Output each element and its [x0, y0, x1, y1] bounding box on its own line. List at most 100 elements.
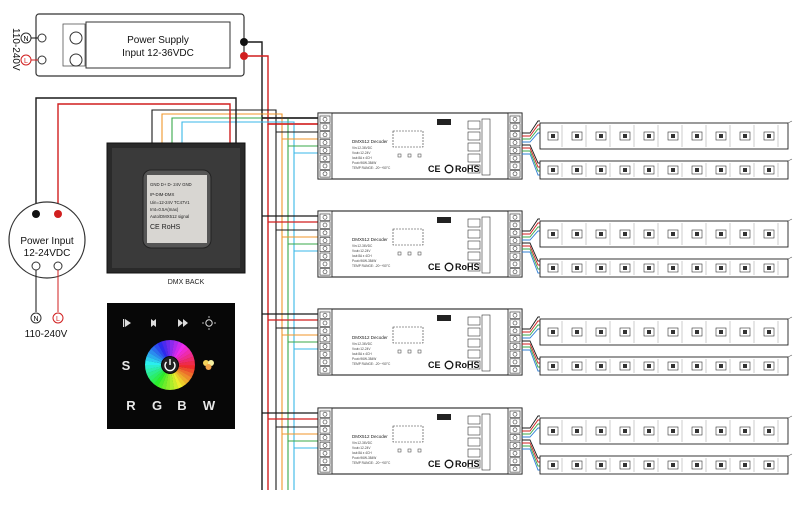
color-wheel-segment [165, 373, 170, 390]
dmx-decoder: DMX512 DecoderVin:12-36VDCVout=12-24VIou… [262, 210, 793, 278]
dmx-back-line-1: IP-DIM-DMX [150, 192, 174, 197]
color-wheel-segment [145, 364, 162, 370]
color-wheel-segment [145, 360, 162, 365]
decoder-rohs-mark: RoHS [455, 360, 480, 370]
power-input-voltage: 110-240V [25, 329, 68, 340]
forward-icon [178, 319, 188, 327]
color-wheel-segment [171, 373, 179, 390]
color-wheel-segment [176, 369, 192, 382]
decoder-ce-mark: CE [428, 360, 441, 370]
recycle-icon [444, 164, 454, 174]
color-wheel-segment [161, 373, 169, 390]
decoder-spec-line: Pout=96W-384W [352, 161, 376, 165]
recycle-icon [444, 459, 454, 469]
power-bus [248, 41, 320, 490]
dmx-back-line-3: Imt=0.5A(max) [150, 207, 179, 212]
decoder-spec-line: TEMP RANGE: -20~+50°C [352, 264, 391, 268]
decoder-body [317, 407, 523, 475]
color-wheel-segment [178, 360, 195, 366]
dmx-panel-back: GND D+ D- 24V GND IP-DIM-DMX Uin=12-24V … [106, 142, 246, 286]
dmx-back-cert: CE RoHS [150, 224, 181, 231]
decoder-spec-line: Vin:12-36VDC [352, 342, 373, 346]
panel-letter-b: B [177, 398, 186, 413]
color-wheel-segment [146, 352, 163, 362]
decoder-spec-line: TEMP RANGE: -20~+50°C [352, 461, 391, 465]
decoder-group: DMX512 DecoderVin:12-36VDCVout=12-24VIou… [262, 112, 793, 475]
decoder-ce-mark: CE [428, 262, 441, 272]
color-wheel-segment [173, 341, 183, 358]
panel-power-wires [35, 97, 237, 214]
decoder-spec-line: Pout=96W-384W [352, 357, 376, 361]
color-wheel-segment [172, 372, 183, 389]
pi-n-symbol: N [33, 316, 38, 323]
color-wheel-segment [153, 371, 166, 387]
color-wheel-segment [148, 348, 164, 361]
color-wheel-segment [174, 343, 187, 359]
decoder-model: DMX512 Decoder [352, 237, 388, 242]
dmx-back-line-0: GND D+ D- 24V GND [150, 182, 192, 187]
panel-letter-s: S [122, 358, 131, 373]
decoder-spec-line: Vout=12-24V [352, 446, 371, 450]
decoder-model: DMX512 Decoder [352, 434, 388, 439]
decoder-spec-line: Pout=96W-384W [352, 456, 376, 460]
color-wheel-segment [171, 340, 179, 357]
power-input: Power Input 12-24VDC N L 110-240V [8, 201, 86, 340]
color-wheel-segment [175, 345, 190, 360]
pi-l-symbol: L [56, 316, 60, 323]
power-supply-title: Power Supply [127, 35, 189, 46]
decoder-spec-line: TEMP RANGE: -20~+50°C [352, 362, 391, 366]
recycle-icon [444, 262, 454, 272]
decoder-spec-line: TEMP RANGE: -20~+50°C [352, 166, 391, 170]
ps-n-symbol: N [23, 36, 28, 43]
decoder-spec-line: Vin:12-36VDC [352, 441, 373, 445]
decoder-body [317, 308, 523, 376]
color-wheel-segment [177, 368, 194, 378]
power-supply-subtitle: Input 12-36VDC [122, 48, 194, 59]
decoder-body [317, 210, 523, 278]
decoder-spec-line: Iout:8A x 4CH [352, 156, 372, 160]
decoder-model: DMX512 Decoder [352, 139, 388, 144]
led-strip [539, 316, 793, 346]
led-strip [539, 453, 793, 475]
panel-letter-g: G [152, 398, 162, 413]
dmx-back-line-4: Auto/DMX512 signal [150, 214, 189, 219]
color-wheel-segment [174, 371, 187, 387]
power-input-subtitle: 12-24VDC [24, 248, 71, 259]
panel-letter-w: W [203, 398, 216, 413]
dmx-decoder: DMX512 DecoderVin:12-36VDCVout=12-24VIou… [262, 112, 793, 180]
color-wheel-segment [170, 340, 175, 357]
color-wheel-segment [175, 370, 190, 385]
decoder-rohs-mark: RoHS [455, 164, 480, 174]
touch-panel: S R G B W [107, 303, 235, 429]
ps-voltage-label: 110-240V [10, 28, 21, 71]
decoder-body [317, 112, 523, 180]
panel-letter-r: R [126, 398, 136, 413]
color-wheel-segment [150, 370, 165, 385]
decoder-spec-line: Pout=96W-384W [352, 259, 376, 263]
color-wheel-segment [177, 352, 194, 363]
decoder-spec-line: Iout:8A x 4CH [352, 352, 372, 356]
color-mix-icon [203, 360, 214, 370]
color-wheel-segment [150, 345, 165, 360]
color-wheel-segment [146, 367, 163, 378]
color-wheel-segment [178, 366, 195, 374]
decoder-model: DMX512 Decoder [352, 335, 388, 340]
color-wheel-segment [157, 372, 167, 389]
decoder-spec-line: Vin:12-36VDC [352, 244, 373, 248]
color-wheel-segment [145, 356, 162, 364]
led-strip [539, 415, 793, 445]
color-wheel-segment [153, 343, 166, 359]
decoder-spec-line: Vout=12-24V [352, 347, 371, 351]
dmx-decoder: DMX512 DecoderVin:12-36VDCVout=12-24VIou… [262, 407, 793, 475]
power-input-title: Power Input [20, 236, 74, 247]
decoder-spec-line: Vout=12-24V [352, 249, 371, 253]
led-strip [539, 354, 793, 376]
color-wheel-segment [145, 366, 162, 374]
decoder-spec-line: Iout:8A x 4CH [352, 254, 372, 258]
led-strip [539, 158, 793, 180]
led-strip [539, 120, 793, 150]
decoder-spec-line: Vout=12-24V [352, 151, 371, 155]
dmx-back-line-2: Uin=12-24V TC47V1 [150, 200, 190, 205]
decoder-rohs-mark: RoHS [455, 262, 480, 272]
